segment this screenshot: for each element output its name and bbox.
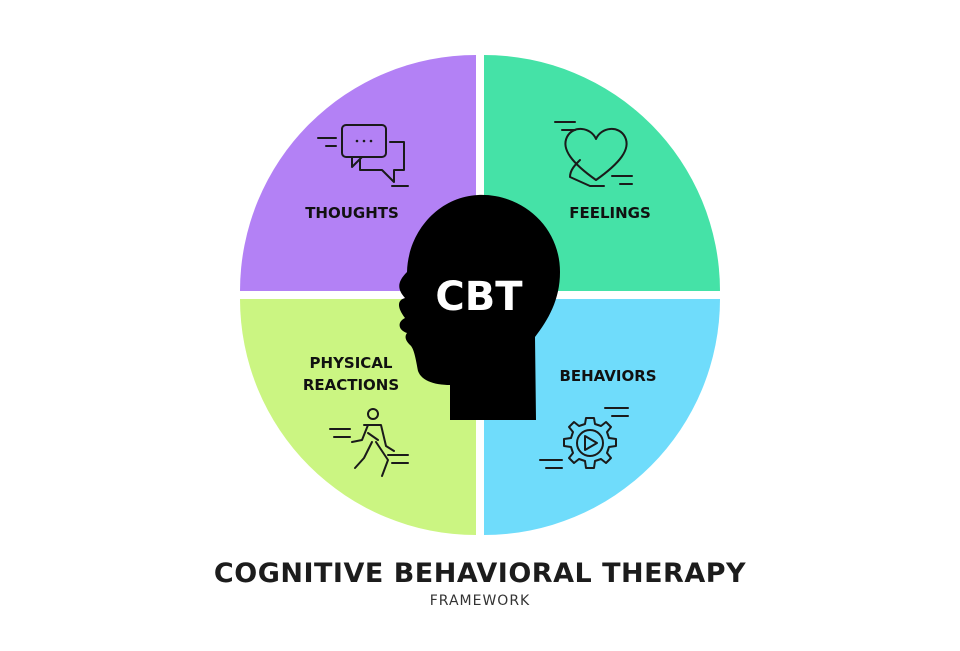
head-silhouette — [398, 194, 560, 420]
feelings-label: FEELINGS — [569, 204, 651, 222]
diagram-title: COGNITIVE BEHAVIORAL THERAPY — [213, 558, 747, 589]
behaviors-label: BEHAVIORS — [559, 367, 656, 385]
physical-reactions-label-line1: PHYSICAL — [310, 354, 393, 372]
speech-bubbles-icon — [317, 124, 409, 187]
center-label: CBT — [435, 274, 523, 320]
running-person-icon — [329, 408, 409, 477]
heart-icon — [554, 121, 633, 187]
gear-play-icon — [539, 407, 629, 469]
behaviors-quadrant — [484, 299, 720, 535]
thoughts-label: THOUGHTS — [305, 204, 399, 222]
thoughts-quadrant — [240, 55, 476, 291]
diagram-subtitle: FRAMEWORK — [429, 593, 531, 609]
physical-reactions-label-line2: REACTIONS — [303, 376, 399, 394]
